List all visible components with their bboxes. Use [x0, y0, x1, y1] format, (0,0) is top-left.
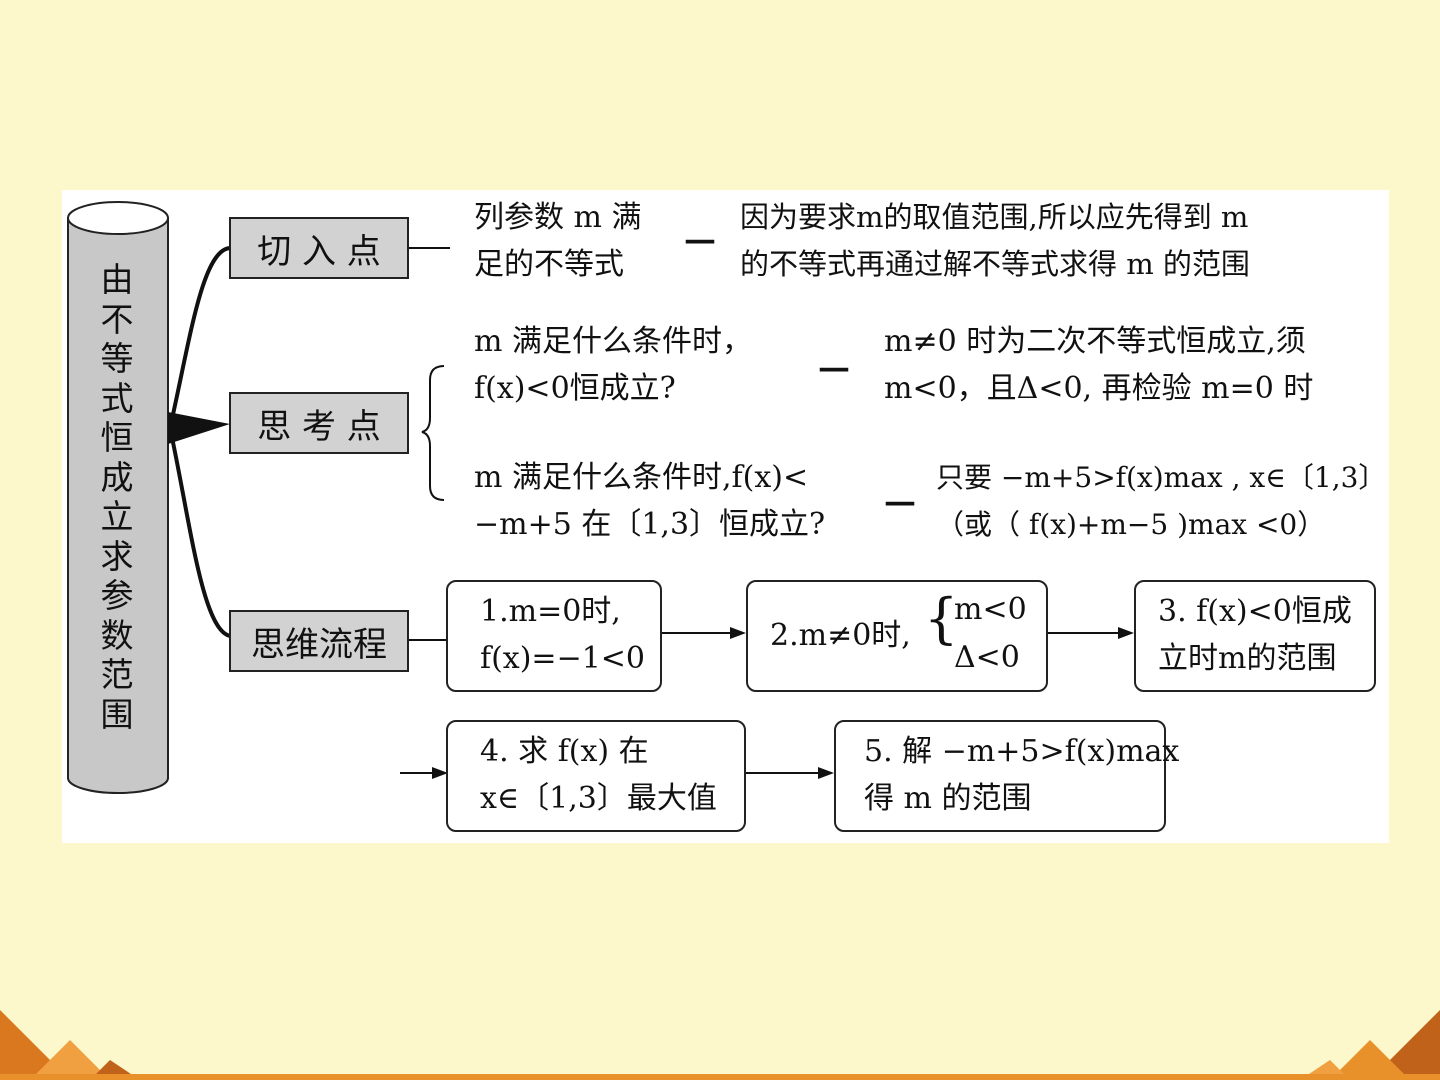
title-char: 求	[100, 536, 134, 576]
think1-right-text: m≠0 时为二次不等式恒成立,须 m<0，且Δ<0, 再检验 m=0 时	[884, 324, 1314, 406]
entry-right-text: 因为要求m的取值范围,所以应先得到 m 的不等式再通过解不等式求得 m 的范围	[740, 200, 1250, 281]
entry-left-text: 列参数 m 满 足的不等式	[474, 200, 642, 282]
brace-icon: {	[924, 587, 959, 650]
cylinder-title: 由 不 等 式 恒 成 立 求 参 数 范 围	[92, 260, 142, 734]
title-char: 范	[100, 655, 134, 694]
title-char: 立	[100, 497, 134, 536]
connector-lines	[67, 201, 1134, 794]
think-point-box: 思 考 点	[229, 392, 409, 454]
think2-left-text: m 满足什么条件时,f(x)< −m+5 在〔1,3〕恒成立?	[474, 460, 826, 542]
title-char: 等	[100, 339, 134, 378]
flow-box: 思维流程	[229, 610, 409, 672]
title-char: 式	[100, 378, 134, 418]
step3-box: 3. f(x)<0恒成 立时m的范围	[1134, 580, 1376, 692]
think2-dash: —	[884, 482, 916, 520]
title-char: 数	[100, 615, 134, 655]
entry-dash: —	[684, 220, 716, 258]
step2-box: 2.m≠0时, { m<0 Δ<0	[746, 580, 1048, 692]
think1-left-text: m 满足什么条件时， f(x)<0恒成立?	[474, 324, 752, 406]
entry-point-box: 切 入 点	[229, 217, 409, 279]
think2-right-text: 只要 −m+5>f(x)max , x∈〔1,3〕 （或（ f(x)+m−5 )…	[936, 461, 1387, 541]
bottom-stripe	[0, 1074, 1440, 1080]
step4-box: 4. 求 f(x) 在 x∈〔1,3〕最大值	[446, 720, 746, 832]
title-char: 参	[100, 576, 134, 615]
title-cylinder	[67, 201, 169, 794]
title-char: 恒	[100, 418, 134, 457]
title-char: 不	[100, 299, 134, 339]
step5-box: 5. 解 −m+5>f(x)max 得 m 的范围	[834, 720, 1179, 832]
diagram-panel: 由 不 等 式 恒 成 立 求 参 数 范 围 切 入 点 思 考 点 思维流程…	[62, 190, 1389, 843]
step1-box: 1.m=0时, f(x)=−1<0	[446, 580, 662, 692]
title-char: 围	[100, 694, 134, 734]
think1-dash: —	[818, 348, 850, 386]
decor-right	[1300, 1010, 1440, 1080]
title-char: 成	[100, 457, 134, 497]
title-char: 由	[100, 260, 134, 299]
decor-left	[0, 1010, 140, 1080]
